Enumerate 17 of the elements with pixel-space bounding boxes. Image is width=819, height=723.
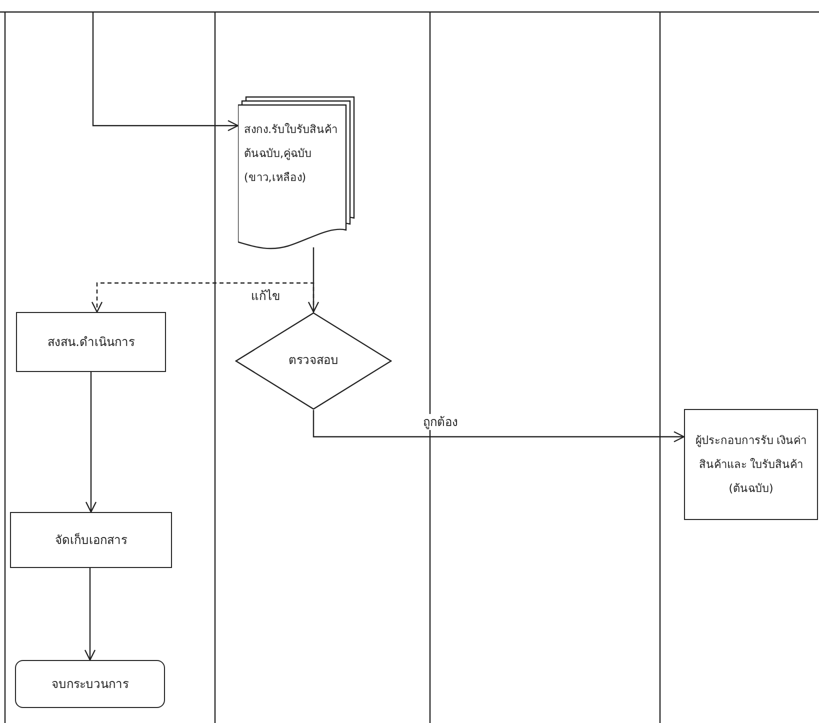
dashed-arrow bbox=[91, 282, 314, 313]
process-box bbox=[684, 409, 818, 520]
edge-label: ถูกต้อง bbox=[422, 414, 459, 430]
arrow bbox=[85, 372, 97, 513]
end-terminal bbox=[15, 660, 165, 708]
node-text: จบกระบวนการ bbox=[52, 676, 128, 693]
arrow bbox=[312, 410, 685, 442]
process-box bbox=[16, 312, 166, 372]
arrow bbox=[92, 12, 239, 132]
node-text: ผู้ประกอบการรับ เงินค่าสินค้าและ ใบรับสินค้า (ต้นฉบับ) bbox=[694, 432, 808, 496]
node-text: ตรวจสอบ bbox=[288, 352, 340, 369]
arrow bbox=[308, 247, 320, 313]
node-text: จัดเก็บเอกสาร bbox=[55, 532, 127, 549]
node-text: สงสน.ดำเนินการ bbox=[48, 334, 134, 351]
arrow bbox=[84, 568, 96, 661]
process-box bbox=[10, 512, 172, 568]
node-text: สงกง.รับใบรับสินค้า ต้นฉบับ,คู่ฉบับ (ขาว,เหลือง) bbox=[244, 122, 338, 186]
